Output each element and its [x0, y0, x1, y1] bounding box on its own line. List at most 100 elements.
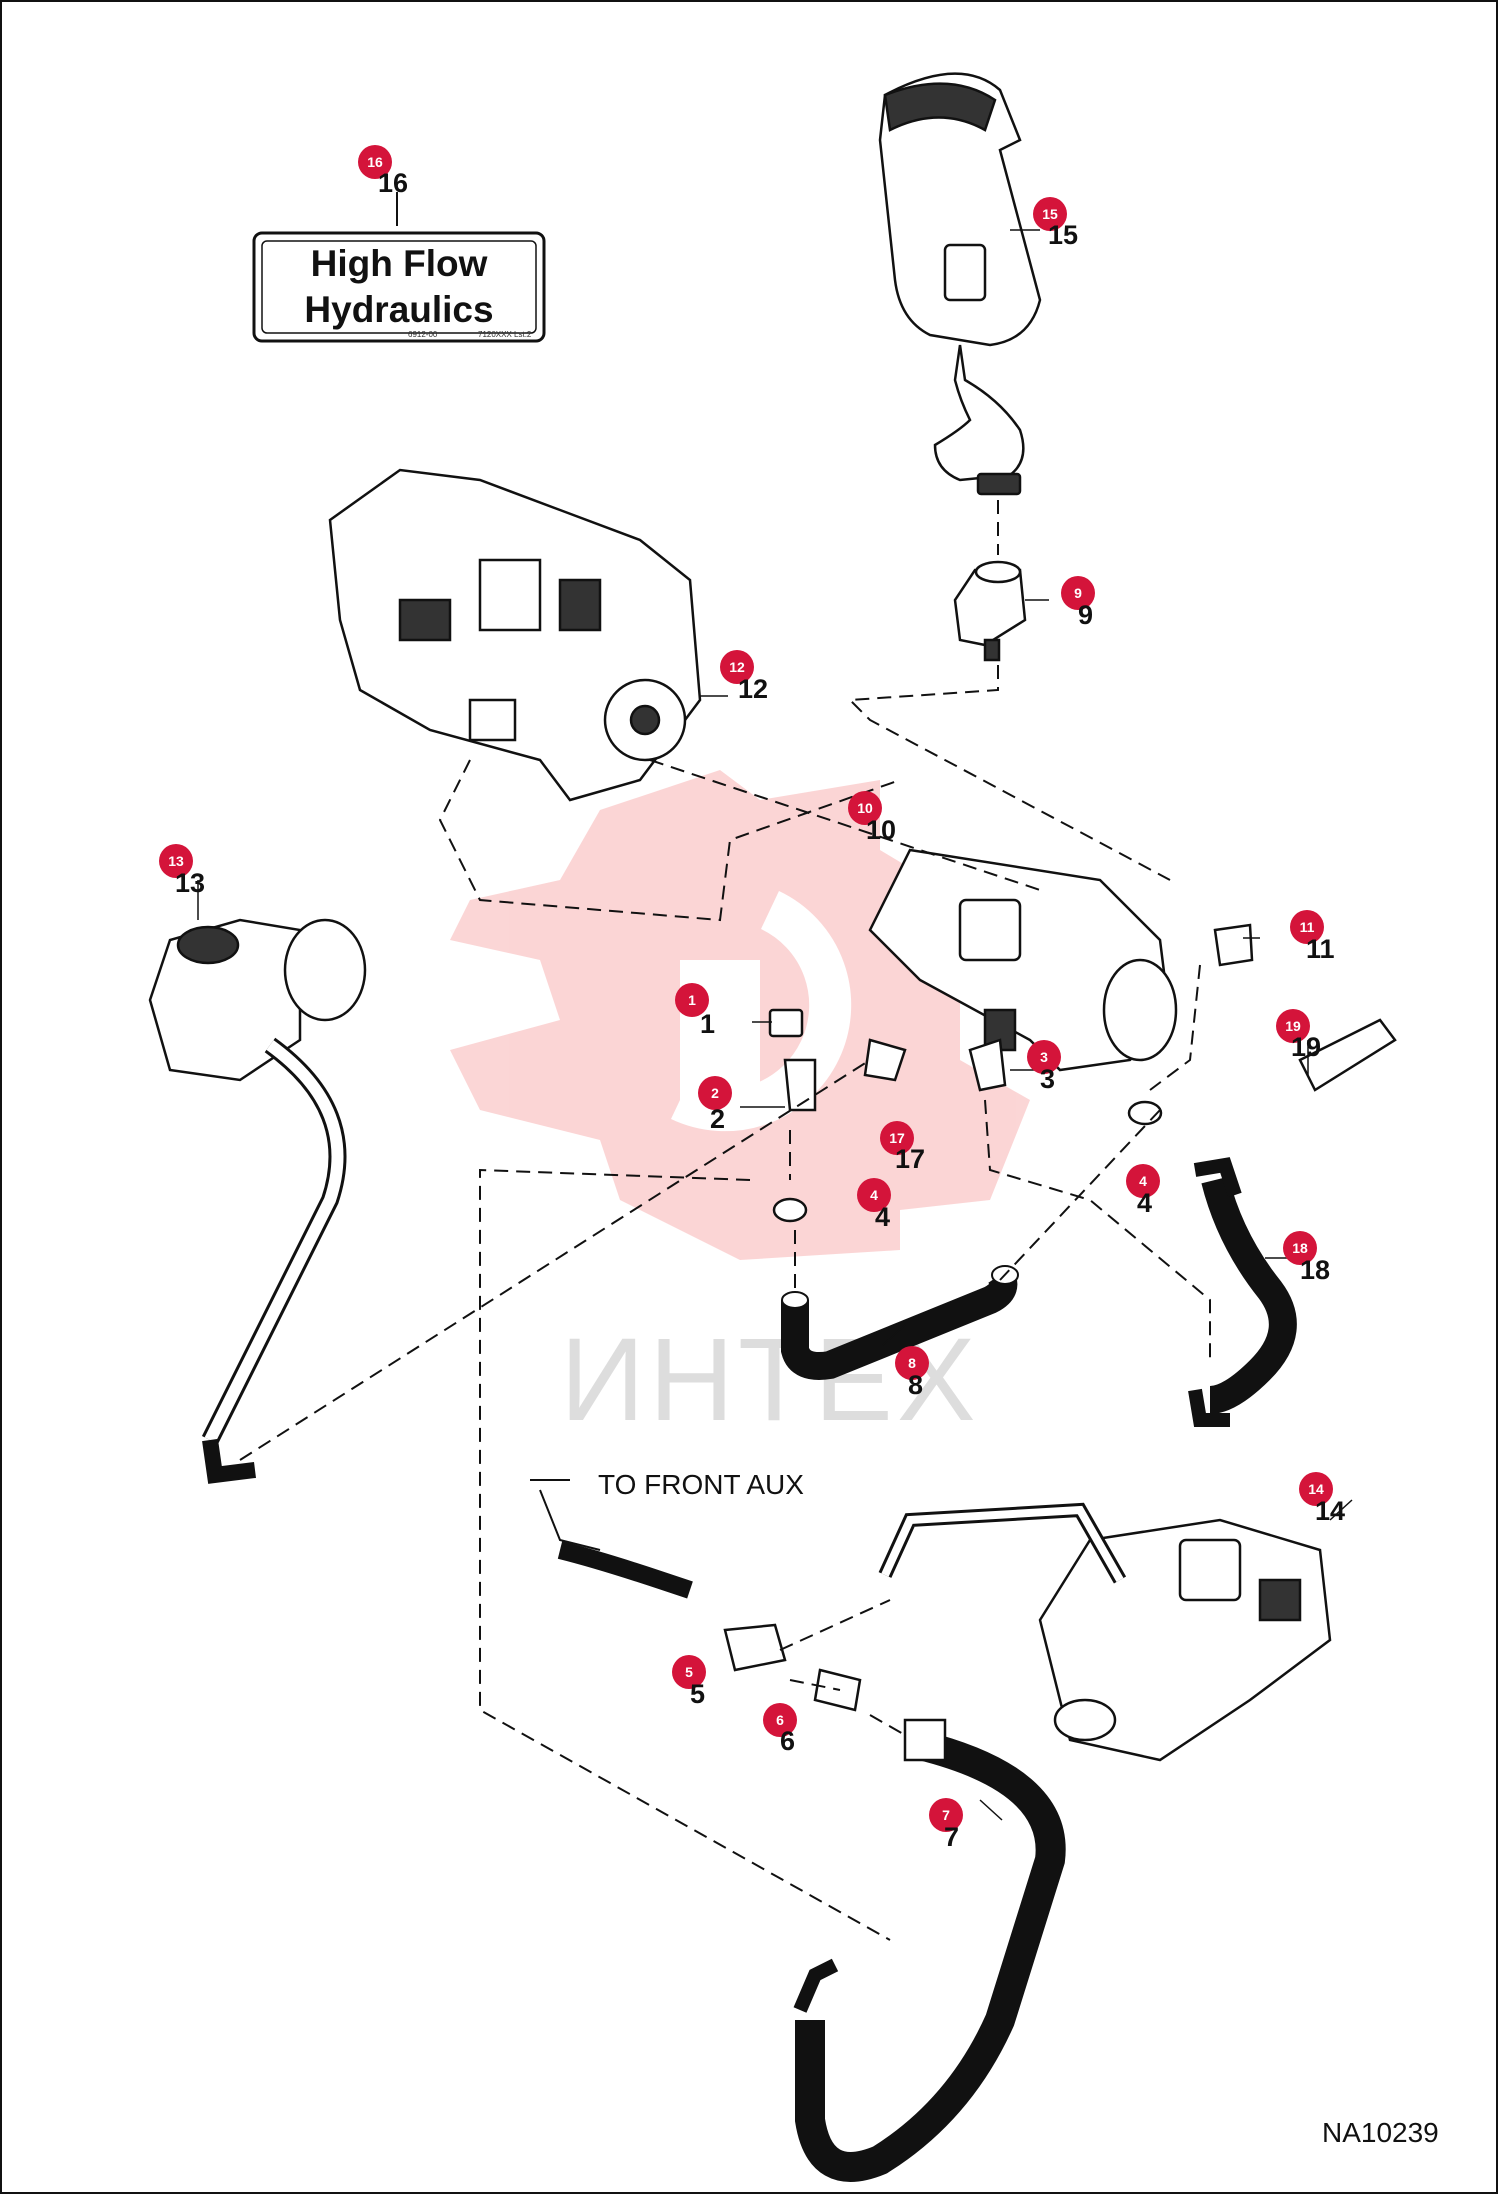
callout-19: 19 [1276, 1009, 1310, 1043]
decal-line1: High Flow [311, 243, 488, 284]
callout-label-3: 3 [1040, 1049, 1048, 1065]
motor-13 [148, 918, 367, 1082]
callout-circle-19 [1276, 1009, 1310, 1043]
callout-15: 15 [1033, 197, 1067, 231]
fitting-5 [723, 1623, 787, 1672]
callout-label-17: 17 [889, 1130, 905, 1146]
decal-line2: Hydraulics [304, 289, 493, 330]
callout-1: 1 [675, 983, 709, 1017]
callout-circle-2 [698, 1076, 732, 1110]
hose-18 [1201, 1176, 1297, 1414]
callout-circle-8 [895, 1346, 929, 1380]
callout-circle-11 [1290, 910, 1324, 944]
part-number-4a: 4 [875, 1202, 890, 1232]
callout-label-1: 1 [688, 992, 696, 1008]
callout-13: 13 [159, 844, 193, 878]
gear-pump [868, 848, 1178, 1072]
part-number-11: 11 [1306, 934, 1335, 964]
callout-8: 8 [895, 1346, 929, 1380]
callout-label-18: 18 [1292, 1240, 1308, 1256]
clamp-4a [772, 1197, 808, 1223]
callout-5: 5 [672, 1655, 706, 1689]
callout-4b: 4 [1126, 1164, 1160, 1198]
callout-label-11: 11 [1300, 919, 1315, 935]
callout-circle-12 [720, 650, 754, 684]
filter-assembly [878, 72, 1042, 496]
callout-label-5: 5 [685, 1664, 693, 1680]
callout-circle-4b [1126, 1164, 1160, 1198]
callout-10: 10 [848, 791, 882, 825]
part-number-18: 18 [1300, 1255, 1330, 1285]
callout-16: 16 [358, 145, 392, 179]
callout-label-9: 9 [1074, 585, 1082, 601]
pump-assembly [328, 468, 702, 802]
part-number-7: 7 [944, 1822, 959, 1852]
part-number-19: 19 [1291, 1032, 1321, 1062]
callout-2: 2 [698, 1076, 732, 1110]
callout-circle-4a [857, 1178, 891, 1212]
callout-circle-18 [1283, 1231, 1317, 1265]
callout-circle-7 [929, 1798, 963, 1832]
callout-label-8: 8 [908, 1355, 916, 1371]
part-number-16: 16 [378, 168, 408, 198]
callout-circle-14 [1299, 1472, 1333, 1506]
decal-high-flow-hydraulics: High Flow Hydraulics 6912-00 7120XXX Lst… [252, 192, 546, 343]
callout-label-19: 19 [1285, 1018, 1301, 1034]
part-number-15: 15 [1048, 220, 1078, 250]
callout-4a: 4 [857, 1178, 891, 1212]
callout-label-6: 6 [776, 1712, 784, 1728]
drawing-reference: NA10239 [1322, 2117, 1439, 2148]
callout-6: 6 [763, 1703, 797, 1737]
hose-7 [795, 1730, 1066, 2182]
valve-14 [1038, 1518, 1332, 1762]
part-number-10: 10 [866, 815, 896, 845]
callout-11: 11 [1290, 910, 1324, 944]
fitting-1 [768, 1008, 804, 1038]
part-number-5: 5 [690, 1679, 705, 1709]
callout-label-10: 10 [857, 800, 873, 816]
part-number-8: 8 [908, 1370, 923, 1400]
callout-7: 7 [929, 1798, 963, 1832]
callout-17: 17 [880, 1121, 914, 1155]
callout-9: 9 [1061, 576, 1095, 610]
callout-3: 3 [1027, 1040, 1061, 1074]
part-number-6: 6 [780, 1726, 795, 1756]
to-front-aux-annotation: TO FRONT AUX [530, 1469, 804, 1599]
callout-label-12: 12 [729, 659, 745, 675]
callout-circle-3 [1027, 1040, 1061, 1074]
callout-circle-17 [880, 1121, 914, 1155]
fitting-9 [953, 560, 1027, 662]
watermark-logo [450, 770, 1030, 1260]
part-number-9: 9 [1078, 600, 1093, 630]
callout-14: 14 [1299, 1472, 1333, 1506]
connection-lines [239, 500, 1211, 1941]
fitting-11 [1213, 923, 1254, 967]
callout-circle-13 [159, 844, 193, 878]
callout-circle-5 [672, 1655, 706, 1689]
part-number-13: 13 [175, 868, 205, 898]
part-number-3: 3 [1040, 1064, 1055, 1094]
part-number-12: 12 [738, 674, 768, 704]
part-number-17: 17 [895, 1144, 925, 1174]
callout-circle-10 [848, 791, 882, 825]
to-front-aux-label: TO FRONT AUX [598, 1469, 804, 1500]
callout-label-7: 7 [942, 1807, 950, 1823]
callout-circle-6 [763, 1703, 797, 1737]
callout-circle-15 [1033, 197, 1067, 231]
callout-label-13: 13 [168, 853, 184, 869]
callout-label-4a: 4 [870, 1187, 878, 1203]
fitting-17 [863, 1038, 907, 1082]
part-number-14: 14 [1315, 1496, 1345, 1526]
fitting-19 [1298, 1018, 1397, 1092]
decal-fine-print-left: 6912-00 [408, 330, 438, 339]
part-number-1: 1 [700, 1009, 715, 1039]
part-number-4b: 4 [1137, 1188, 1152, 1218]
callout-18: 18 [1283, 1231, 1317, 1265]
fitting-3 [968, 1038, 1007, 1092]
part-number-2: 2 [710, 1104, 725, 1134]
callout-label-16: 16 [367, 154, 383, 170]
